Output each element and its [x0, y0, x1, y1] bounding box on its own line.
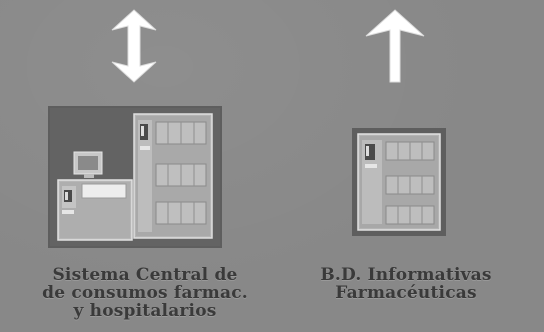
bd-label: B.D. Informativas Farmacéuticas [288, 266, 524, 302]
server-cabinet-icon [352, 128, 446, 236]
central-system-label: Sistema Central de de consumos farmac. y… [10, 266, 280, 320]
bd-label-line-1: B.D. Informativas [320, 265, 492, 285]
central-label-line-3: y hospitalarios [73, 301, 217, 321]
bd-label-line-2: Farmacéuticas [335, 283, 477, 303]
bidirectional-arrow-icon [111, 9, 157, 83]
up-arrow-icon [365, 9, 425, 83]
central-label-line-2: de consumos farmac. [42, 283, 248, 303]
central-system-icon [48, 106, 222, 248]
central-label-line-1: Sistema Central de [52, 265, 238, 285]
